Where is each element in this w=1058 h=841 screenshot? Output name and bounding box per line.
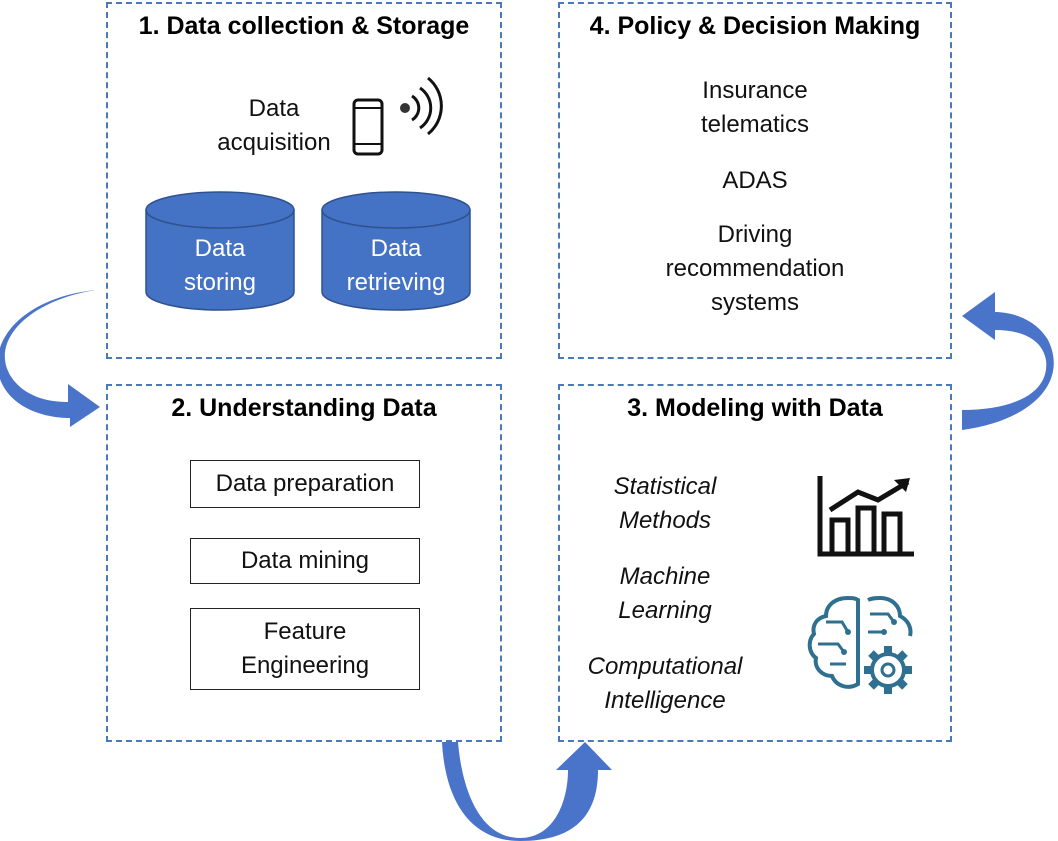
data-acquisition-label: Data acquisition	[217, 95, 331, 156]
policy-item-driving: Driving recommendation systems	[665, 221, 845, 316]
data-storing-label: Data storing	[183, 235, 257, 296]
policy-item-insurance: Insurance telematics	[700, 77, 810, 138]
feature-engineering-box: Feature Engineering	[190, 608, 420, 690]
panel-policy-decision: 4. Policy & Decision Making Insurance te…	[558, 2, 952, 359]
panel-title: 3. Modeling with Data	[627, 394, 883, 422]
panel-modeling-data: 3. Modeling with Data Statistical Method…	[558, 384, 952, 742]
curved-arrow-bottom	[442, 742, 612, 841]
modeling-item-ci: Computational Intelligence	[587, 653, 743, 714]
data-preparation-box: Data preparation	[190, 460, 420, 508]
bar-chart-trend-icon	[817, 476, 914, 557]
panel-title: 1. Data collection & Storage	[138, 12, 470, 40]
data-retrieving-label: Data retrieving	[346, 235, 446, 296]
panel-data-collection-storage: 1. Data collection & Storage Data acquis…	[106, 2, 502, 359]
panel-title: 2. Understanding Data	[171, 394, 437, 422]
curved-arrow-right	[962, 292, 1054, 430]
smartphone-icon	[352, 98, 384, 156]
wireless-signal-icon	[400, 76, 443, 136]
curved-arrow-left	[0, 290, 100, 427]
database-cylinder-icon	[145, 191, 295, 311]
brain-gear-icon	[807, 595, 913, 694]
modeling-item-statistical: Statistical Methods	[613, 473, 717, 534]
panel-title: 4. Policy & Decision Making	[589, 12, 921, 40]
modeling-item-ml: Machine Learning	[618, 563, 712, 624]
policy-item-adas: ADAS	[722, 167, 788, 194]
panel-understanding-data: 2. Understanding Data Data preparation D…	[106, 384, 502, 742]
database-cylinder-icon	[321, 191, 471, 311]
data-mining-box: Data mining	[190, 538, 420, 584]
